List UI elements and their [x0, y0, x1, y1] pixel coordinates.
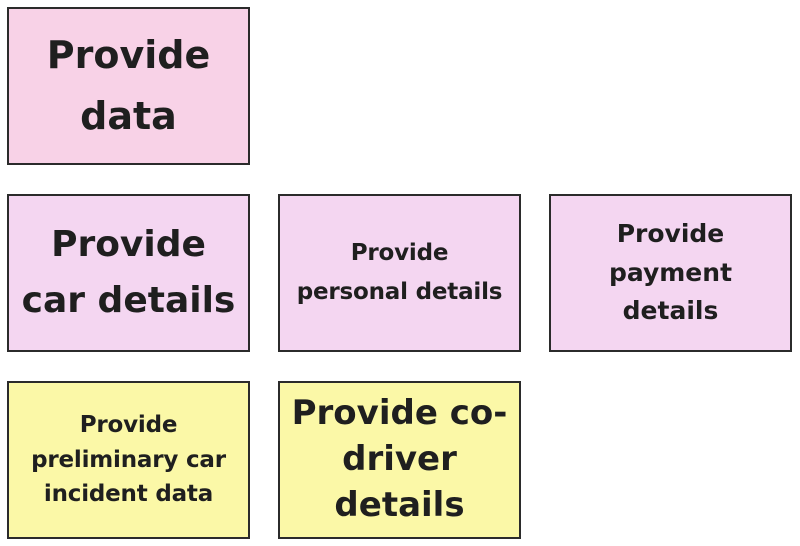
card-label-line: Provide	[46, 33, 211, 78]
card-provide-co-driver-details: Provide co- driver details	[278, 381, 521, 539]
card-provide-data: Provide data	[7, 7, 250, 165]
card-label-line: personal details	[296, 279, 503, 305]
card-label: Provide payment details	[609, 215, 732, 331]
card-label-line: Provide	[350, 239, 449, 266]
card-label-line: Provide	[79, 412, 178, 439]
card-label: Provide preliminary car incident data	[31, 408, 226, 512]
card-label-line: details	[622, 296, 719, 326]
card-provide-personal-details: Provide personal details	[278, 194, 521, 352]
card-label-line: details	[334, 484, 465, 525]
card-label-line: preliminary car	[31, 446, 226, 473]
card-label: Provide personal details	[297, 234, 503, 312]
card-label-line: driver	[342, 439, 457, 480]
card-label-line: incident data	[43, 481, 214, 508]
card-label-line: Provide co-	[291, 393, 508, 434]
card-provide-preliminary-car-incident-data: Provide preliminary car incident data	[7, 381, 250, 539]
card-provide-payment-details: Provide payment details	[549, 194, 792, 352]
card-label-line: Provide	[616, 218, 725, 248]
card-provide-car-details: Provide car details	[7, 194, 250, 352]
card-label-line: car details	[21, 280, 236, 321]
card-label: Provide data	[47, 25, 210, 147]
card-label: Provide car details	[22, 217, 236, 329]
card-label: Provide co- driver details	[292, 391, 508, 529]
card-label-line: payment	[608, 257, 733, 287]
card-label-line: data	[80, 94, 177, 138]
card-label-line: Provide	[51, 224, 206, 266]
